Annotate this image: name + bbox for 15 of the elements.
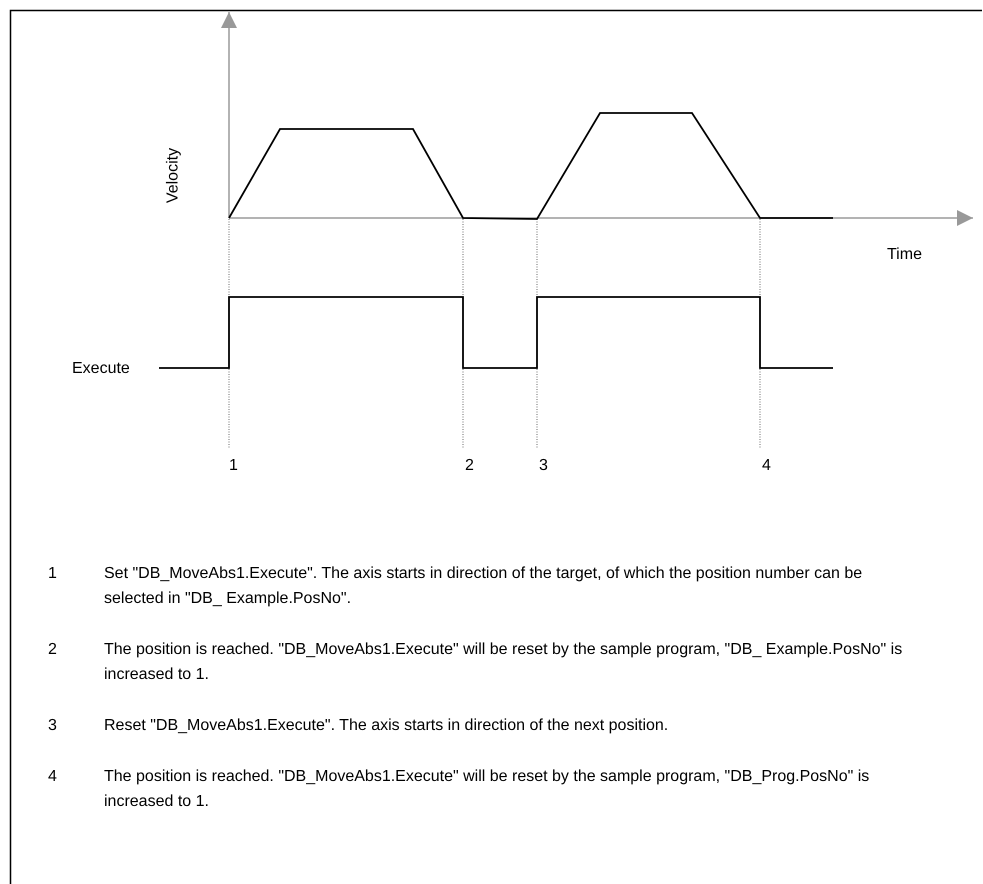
callout-number: 1 (48, 564, 57, 584)
callout-number: 4 (48, 767, 57, 787)
callout-number: 1 (229, 456, 238, 476)
callout-number: 2 (48, 640, 57, 660)
note-text: The position is reached. "DB_MoveAbs1.Execute" will be reset by the sample program, "DB_Prog.PosNo" is increased to 1. (104, 767, 870, 812)
callout-number: 2 (465, 456, 474, 476)
axis-label: Time (887, 245, 922, 265)
note-text: Reset "DB_MoveAbs1.Execute". The axis starts in direction of the next position. (104, 716, 670, 736)
note-text: Set "DB_MoveAbs1.Execute". The axis starts in direction of the target, of which the position number can be selected in "DB_ Example.PosNo". (104, 564, 864, 609)
callout-number: 3 (48, 716, 57, 736)
callout-number: 4 (762, 456, 771, 476)
signal-label: Execute (72, 359, 130, 379)
note-text: The position is reached. "DB_MoveAbs1.Execute" will be reset by the sample program, "DB_ Example.PosNo" is increased to 1. (104, 640, 904, 685)
callout-number: 3 (539, 456, 548, 476)
axis-label: Velocity (164, 148, 182, 204)
